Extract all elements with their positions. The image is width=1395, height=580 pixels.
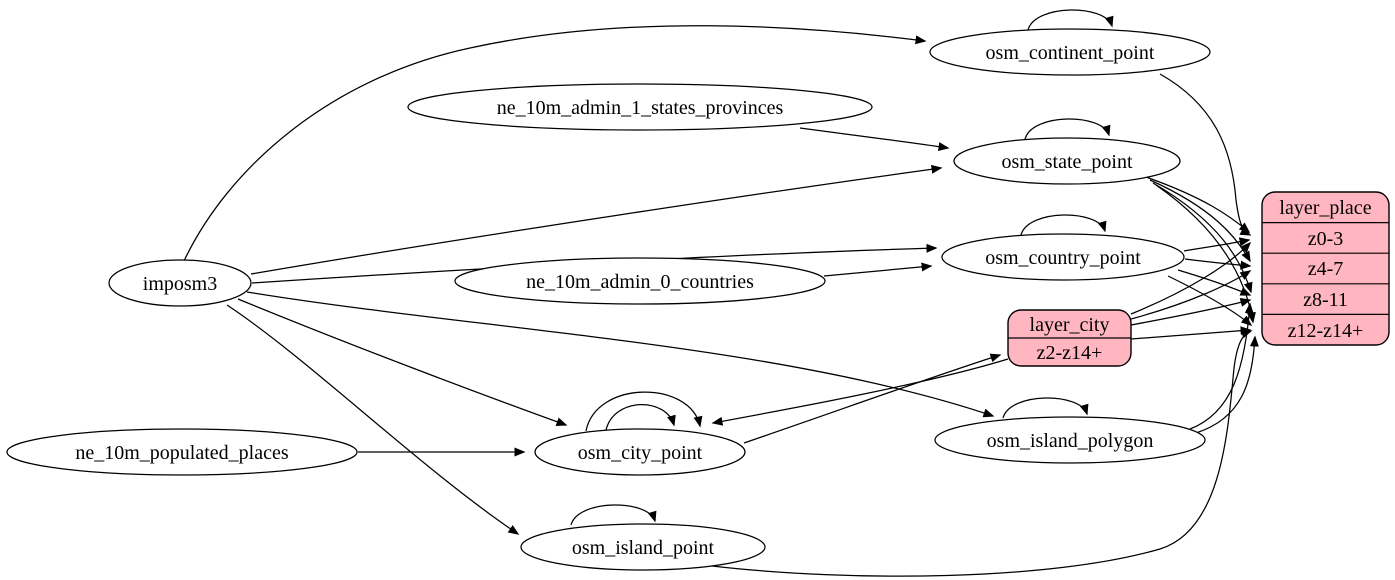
node-ne-10m-populated-places: ne_10m_populated_places (6, 428, 358, 476)
edges (183, 9, 1259, 577)
edge-layer-city-osm-city-point (711, 358, 1009, 426)
edge-country-z4-7 (1184, 258, 1252, 270)
ne-10m-admin-1-shape (407, 83, 873, 131)
edge-state-z8-11 (1152, 182, 1253, 294)
edge-self-osm-island-point (570, 504, 657, 526)
edge-imposm3-osm-island-point (226, 304, 520, 535)
node-ne-10m-admin-1-states-provinces: ne_10m_admin_1_states_provinces (407, 83, 873, 131)
imposm3-shape (108, 259, 252, 307)
edge-state-z0-3 (1145, 176, 1251, 233)
osm-continent-point-label: osm_continent_point (986, 42, 1155, 64)
edge-self-osm-country-point (1020, 214, 1107, 236)
edge-island-polygon-z12-z14 (1195, 335, 1259, 434)
node-layer-city: layer_city z2-z14+ (1007, 309, 1132, 367)
node-layer-place: layer_place z0-3 z4-7 z8-11 z12-z14+ (1261, 191, 1390, 346)
edge-self-osm-state-point (1024, 118, 1111, 140)
ne-10m-admin-0-shape (454, 257, 826, 305)
osm-city-point-label: osm_city_point (578, 442, 703, 464)
osm-country-point-label: osm_country_point (985, 247, 1141, 269)
node-osm-continent-point: osm_continent_point (929, 28, 1211, 76)
ne-10m-populated-places-label: ne_10m_populated_places (75, 442, 288, 464)
layer-city-title: layer_city (1030, 314, 1110, 336)
node-imposm3: imposm3 (108, 259, 252, 307)
edge-osm-city-point-layer-city (743, 353, 1002, 444)
layer-city-row-z2-z14: z2-z14+ (1037, 342, 1103, 364)
osm-island-polygon-label: osm_island_polygon (987, 430, 1154, 452)
node-ne-10m-admin-0-countries: ne_10m_admin_0_countries (454, 257, 826, 305)
osm-city-point-shape (534, 428, 746, 476)
edge-country-z12-z14 (1167, 275, 1253, 326)
layer-place-row-z8-11: z8-11 (1303, 289, 1348, 311)
edge-imposm3-osm-continent-point (183, 25, 927, 262)
osm-island-polygon-shape (934, 416, 1206, 464)
osm-state-point-label: osm_state_point (1001, 151, 1133, 173)
layer-place-row-z0-3: z0-3 (1308, 228, 1344, 250)
edge-self-osm-city-point-outer (585, 391, 703, 432)
edge-self-osm-island-polygon (1002, 397, 1089, 419)
node-osm-state-point: osm_state_point (953, 137, 1181, 185)
edge-admin1-osm-state-point (799, 127, 950, 152)
edge-layer-city-z4-7 (1130, 270, 1252, 320)
osm-state-point-shape (953, 137, 1181, 185)
imposm3-label: imposm3 (143, 273, 217, 295)
node-osm-island-polygon: osm_island_polygon (934, 416, 1206, 464)
edge-layer-city-z12-z14 (1130, 326, 1252, 340)
edge-layer-city-z0-3 (1130, 241, 1252, 315)
edge-imposm3-osm-city-point (237, 298, 568, 427)
edge-country-z0-3 (1183, 237, 1251, 252)
edge-layer-city-z8-11 (1130, 298, 1252, 326)
osm-island-point-label: osm_island_point (572, 537, 715, 559)
osm-island-point-shape (520, 523, 766, 571)
layer-place-box (1261, 191, 1390, 346)
edge-imposm3-osm-island-polygon (246, 291, 995, 418)
node-osm-country-point: osm_country_point (941, 233, 1185, 281)
osm-continent-point-shape (929, 28, 1211, 76)
edge-self-osm-continent-point (1027, 9, 1114, 31)
ne-10m-populated-places-shape (6, 428, 358, 476)
node-osm-island-point: osm_island_point (520, 523, 766, 571)
ne-10m-admin-0-label: ne_10m_admin_0_countries (526, 271, 754, 293)
edge-self-osm-city-point-inner (605, 404, 676, 431)
layer-place-row-z4-7: z4-7 (1308, 258, 1344, 280)
edge-island-point-z12-z14 (711, 329, 1253, 577)
edge-island-polygon-z8-11 (1189, 302, 1254, 430)
layer-place-title: layer_place (1279, 197, 1371, 219)
edge-imposm3-osm-state-point (250, 164, 943, 275)
ne-10m-admin-1-label: ne_10m_admin_1_states_provinces (497, 97, 784, 119)
node-osm-city-point: osm_city_point (534, 428, 746, 476)
edge-country-z8-11 (1177, 269, 1252, 296)
osm-country-point-shape (941, 233, 1185, 281)
edge-admin0-osm-country-point (823, 262, 933, 277)
layer-place-row-z12-z14: z12-z14+ (1288, 320, 1364, 342)
